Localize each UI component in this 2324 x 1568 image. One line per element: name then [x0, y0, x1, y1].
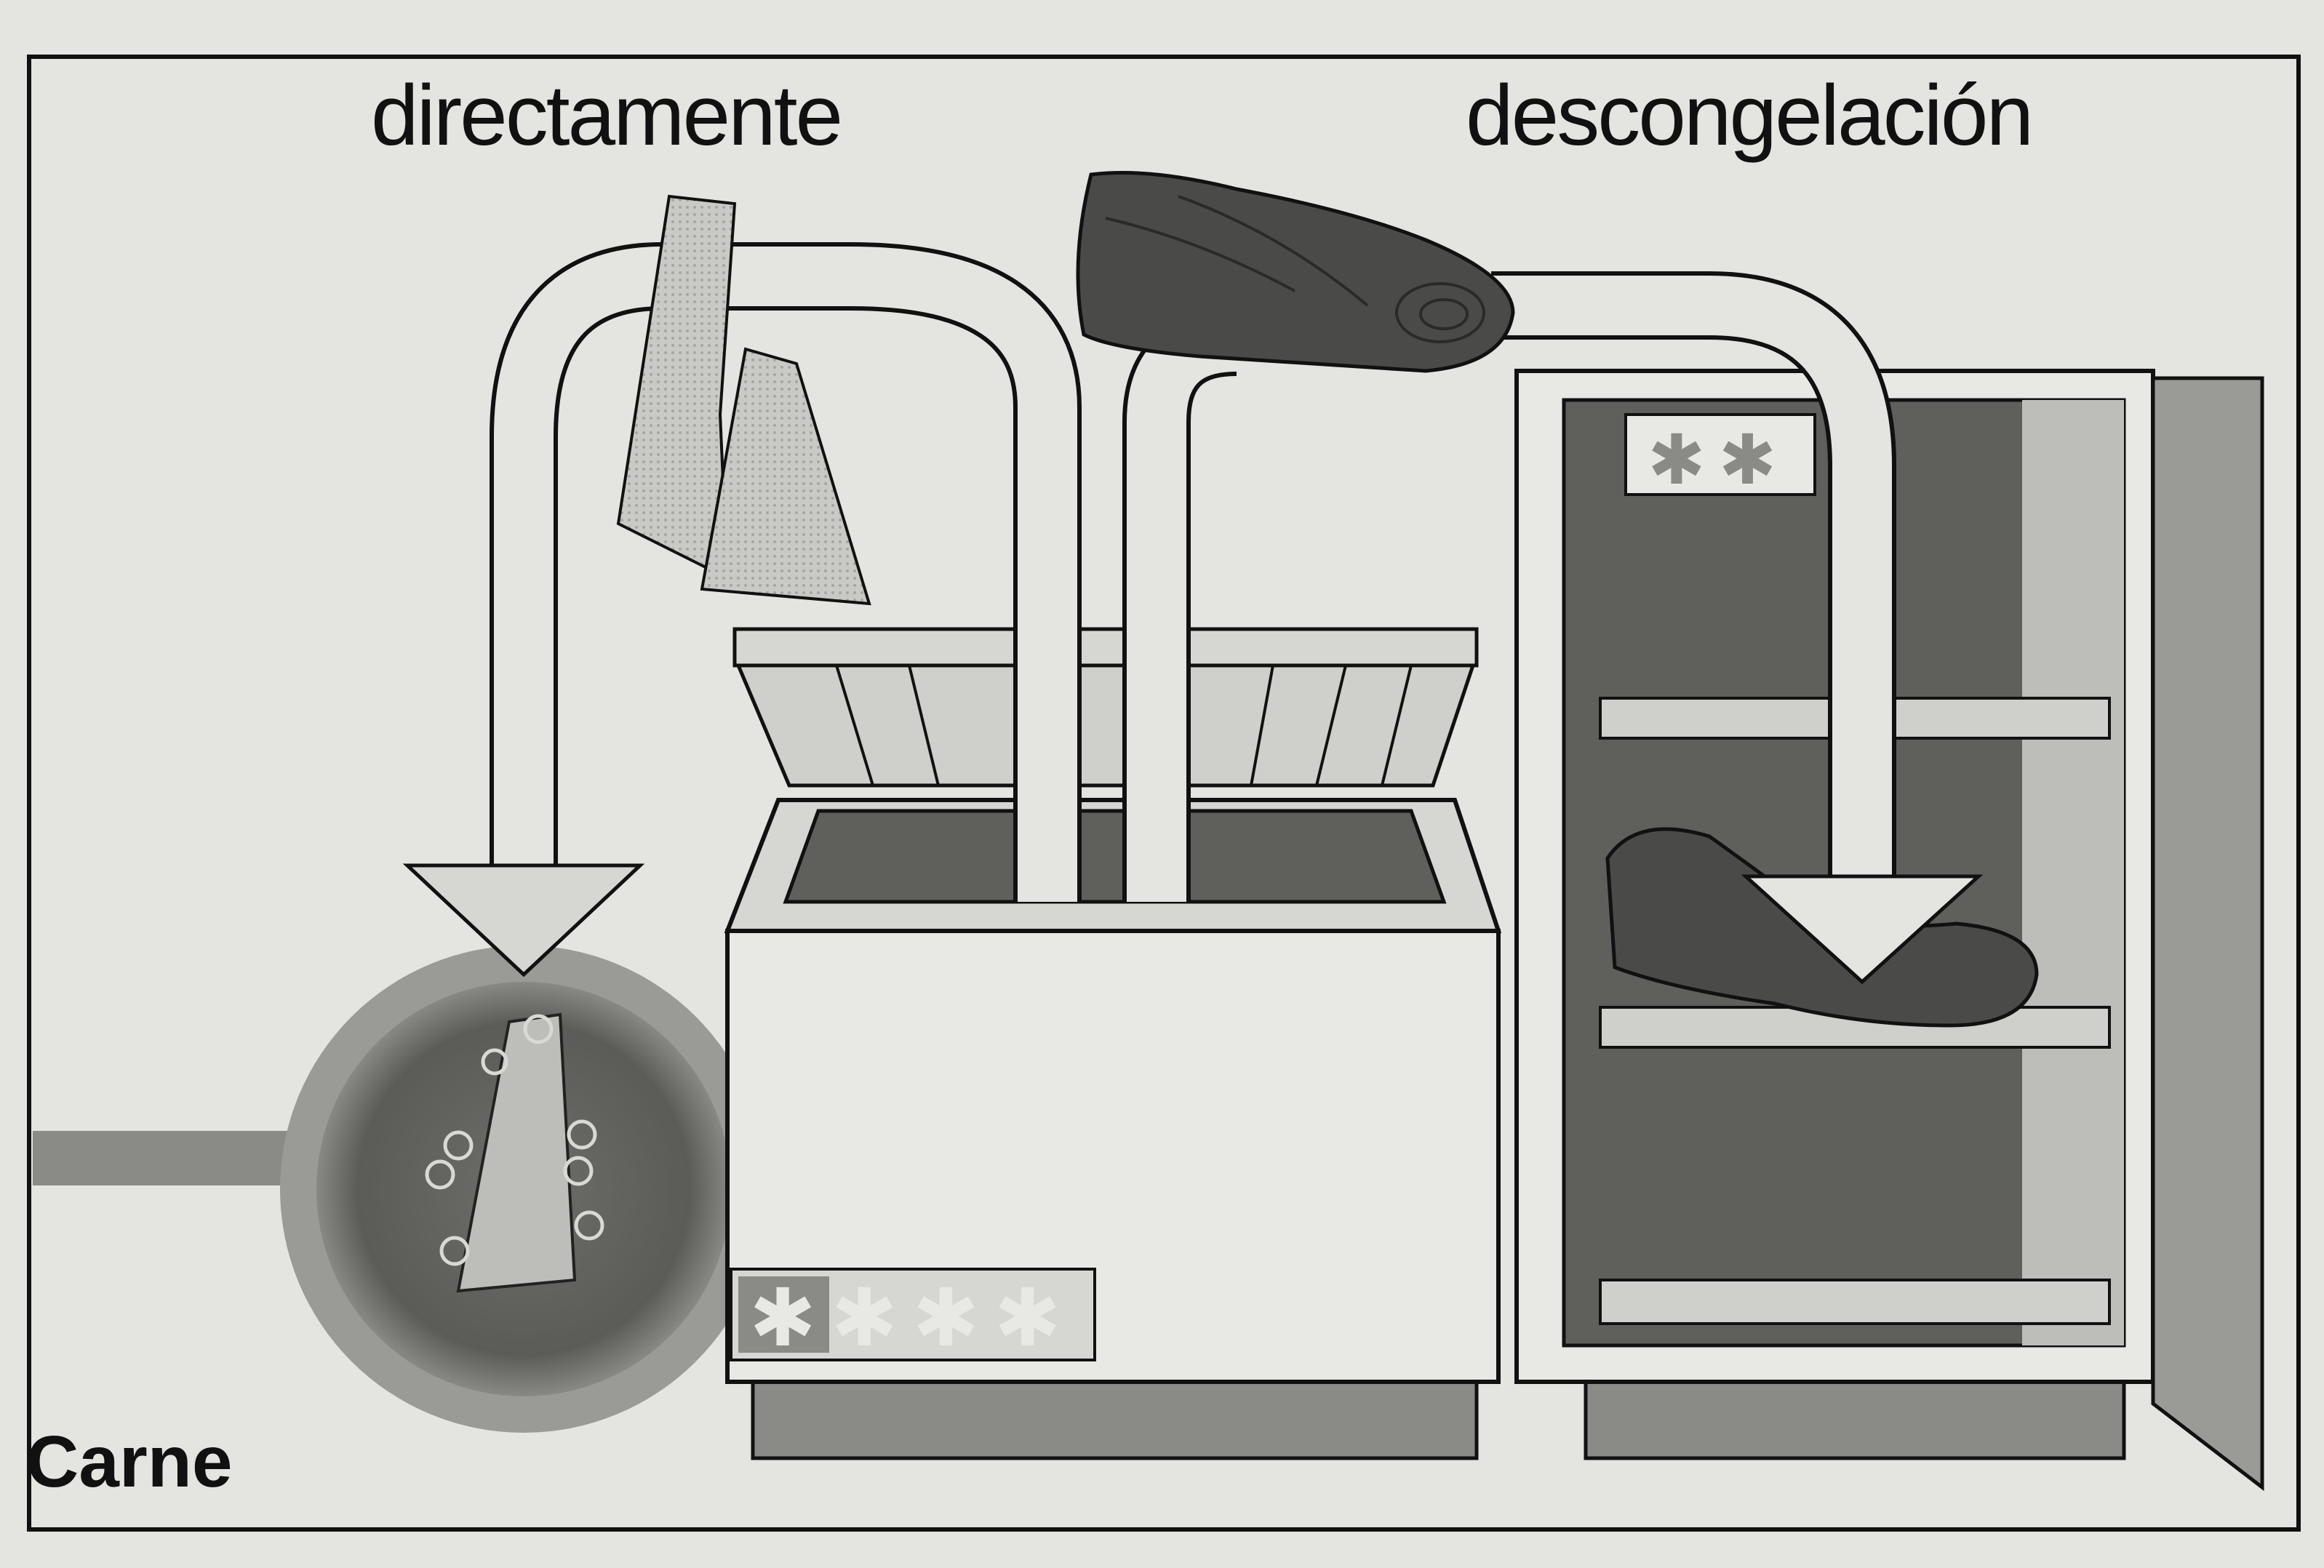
shelf-3 [1599, 1279, 2111, 1325]
lid-slats [835, 665, 1413, 786]
fridge-plinth [1584, 1380, 2126, 1460]
arrow-direct-head [402, 863, 645, 977]
fridge-interior-right-wall [2022, 400, 2124, 1345]
freezer-rating-plate: ✱✱✱✱ [730, 1268, 1096, 1364]
freezer-compartment [1624, 413, 1816, 496]
fridge-door [2151, 376, 2264, 1492]
direct-label: directamente [371, 68, 843, 164]
frozen-meat-roll [1076, 171, 1515, 373]
refrigerator: ✱✱ [1514, 369, 2264, 1492]
chest-freezer: ✱✱✱✱ [724, 627, 1502, 1460]
fridge-rating-stars: ✱✱ [1648, 420, 1789, 500]
thaw-label: descongelación [1466, 68, 2034, 164]
frying-pan [33, 945, 767, 1433]
meat-roll-grain [1105, 195, 1485, 343]
chest-lid [735, 663, 1476, 788]
chest-plinth [751, 1380, 1479, 1460]
sizzle-bubbles [425, 1014, 604, 1266]
frozen-piece-small [700, 347, 871, 606]
arrow-thaw-head [1741, 874, 1984, 985]
freezer-rating-stars: ✱✱✱✱ [749, 1271, 1076, 1364]
chest-lid-edge [732, 627, 1479, 668]
chest-opening [783, 809, 1447, 904]
title-label: Carne [26, 1421, 233, 1503]
